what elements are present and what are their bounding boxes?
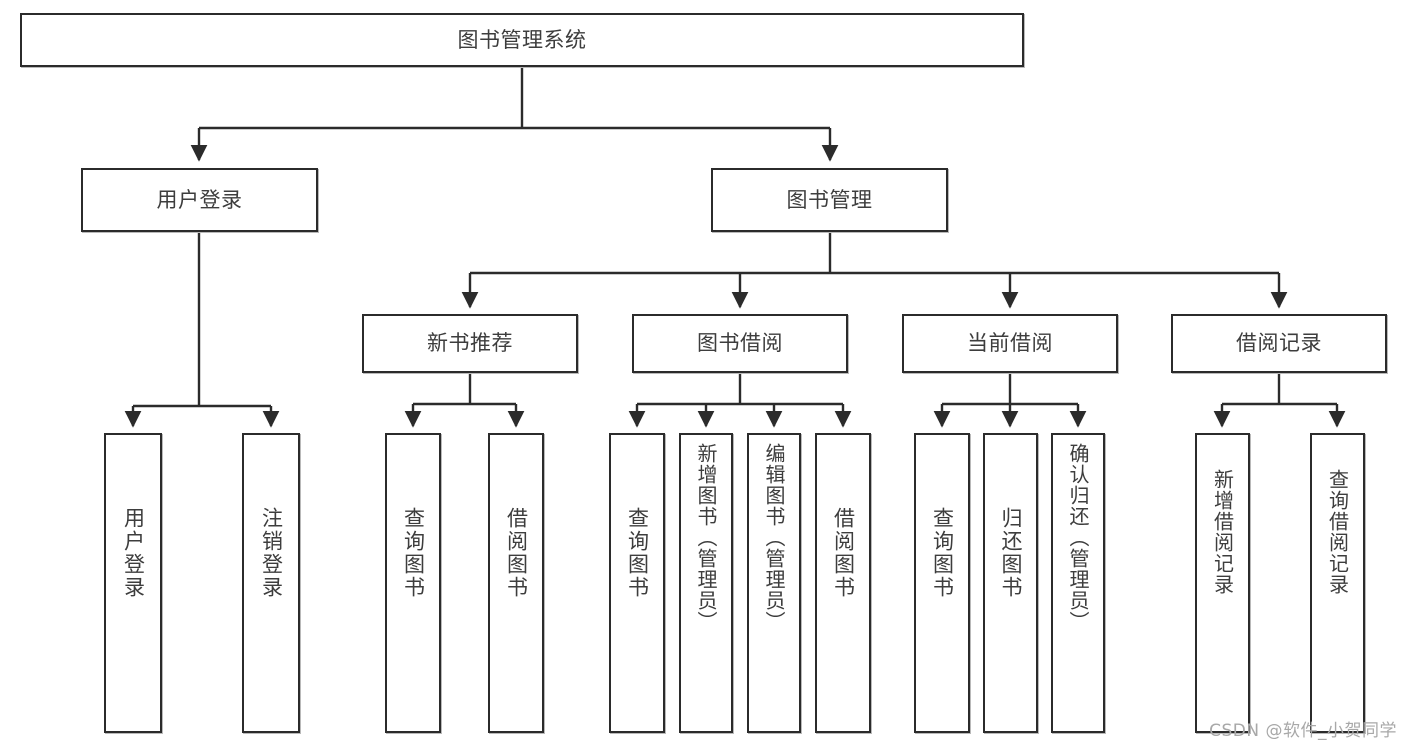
node-user-login[interactable]: 用户登录	[81, 168, 318, 232]
leaf-query-book-3[interactable]: 查询图书	[914, 433, 970, 733]
leaf-query-borrow-record[interactable]: 查询借阅记录	[1310, 433, 1365, 733]
node-book-manage[interactable]: 图书管理	[711, 168, 948, 232]
leaf-add-book-admin[interactable]: 新增图书（管理员）	[679, 433, 733, 733]
leaf-user-login[interactable]: 用户登录	[104, 433, 162, 733]
node-user-login-label: 用户登录	[156, 187, 243, 212]
node-root-label: 图书管理系统	[457, 27, 587, 52]
leaf-edit-book-admin-label: 编辑图书（管理员）	[762, 443, 786, 632]
leaf-borrow-book-2-label: 借阅图书	[831, 507, 856, 599]
node-root[interactable]: 图书管理系统	[20, 13, 1024, 67]
leaf-add-borrow-record[interactable]: 新增借阅记录	[1195, 433, 1250, 733]
node-current-borrow-label: 当前借阅	[967, 331, 1053, 356]
leaf-query-book-1[interactable]: 查询图书	[385, 433, 441, 733]
node-current-borrow[interactable]: 当前借阅	[902, 314, 1118, 373]
leaf-query-book-2[interactable]: 查询图书	[609, 433, 665, 733]
leaf-add-book-admin-label: 新增图书（管理员）	[694, 443, 718, 632]
leaf-query-book-3-label: 查询图书	[930, 507, 955, 599]
node-borrow-record-label: 借阅记录	[1236, 331, 1322, 356]
leaf-logout-label: 注销登录	[259, 507, 284, 599]
node-book-borrow[interactable]: 图书借阅	[632, 314, 848, 373]
leaf-edit-book-admin[interactable]: 编辑图书（管理员）	[747, 433, 801, 733]
leaf-confirm-return-admin[interactable]: 确认归还（管理员）	[1051, 433, 1105, 733]
node-new-book-rec[interactable]: 新书推荐	[362, 314, 578, 373]
csdn-watermark: CSDN @软件_小贺同学	[1209, 721, 1397, 741]
leaf-add-borrow-record-label: 新增借阅记录	[1210, 469, 1235, 595]
leaf-borrow-book-1[interactable]: 借阅图书	[488, 433, 544, 733]
leaf-confirm-return-admin-label: 确认归还（管理员）	[1066, 443, 1090, 632]
leaf-query-book-2-label: 查询图书	[625, 507, 650, 599]
leaf-return-book-label: 归还图书	[999, 507, 1023, 599]
leaf-logout[interactable]: 注销登录	[242, 433, 300, 733]
leaf-borrow-book-2[interactable]: 借阅图书	[815, 433, 871, 733]
leaf-user-login-label: 用户登录	[121, 507, 146, 599]
node-book-borrow-label: 图书借阅	[697, 331, 783, 356]
leaf-query-borrow-record-label: 查询借阅记录	[1325, 469, 1350, 595]
node-borrow-record[interactable]: 借阅记录	[1171, 314, 1387, 373]
leaf-query-book-1-label: 查询图书	[401, 507, 426, 599]
leaf-return-book[interactable]: 归还图书	[983, 433, 1038, 733]
leaf-borrow-book-1-label: 借阅图书	[504, 507, 529, 599]
node-book-manage-label: 图书管理	[786, 187, 873, 212]
node-new-book-rec-label: 新书推荐	[427, 331, 513, 356]
